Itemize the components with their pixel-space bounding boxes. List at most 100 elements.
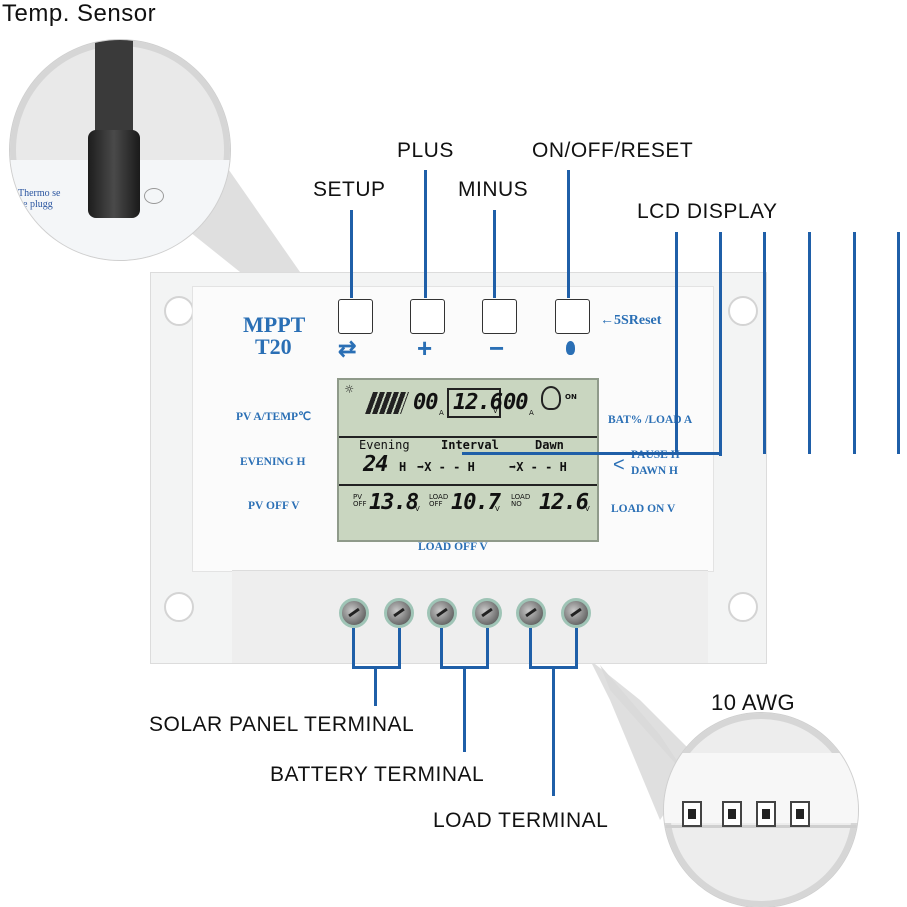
model-label: T20 (255, 334, 292, 359)
solar-panel-terminal-label: SOLAR PANEL TERMINAL (149, 713, 415, 736)
sensor-plug-cable (95, 40, 133, 140)
load-terminal-screw (516, 598, 546, 628)
dawn-label: DAWN H (631, 465, 678, 477)
brand-label: MPPT (243, 312, 306, 337)
solar-bracket (352, 628, 355, 668)
dawn-value: ➡X - - H (509, 460, 567, 474)
load-terminal-screw (561, 598, 591, 628)
bulb-status-icon (541, 386, 561, 410)
battery-bracket (440, 628, 443, 668)
plus-label: PLUS (397, 139, 454, 162)
decor-line (853, 232, 856, 454)
load-no-value: 12.6 (539, 490, 589, 515)
reset-hint: ←5SReset (600, 313, 662, 328)
lcd-display-label: LCD DISPLAY (637, 200, 778, 223)
sensor-plug (88, 130, 140, 218)
plus-leader-line (424, 170, 427, 298)
setup-button[interactable] (338, 299, 373, 334)
minus-leader-line (493, 210, 496, 298)
lcd-leader-line (462, 452, 722, 455)
battery-icon (447, 388, 501, 418)
terminal-zoom (664, 713, 858, 907)
solar-leader-line (374, 666, 377, 706)
evening-hours-unit: H (399, 460, 407, 474)
wire-slot (722, 801, 742, 827)
setup-label: SETUP (313, 178, 386, 201)
solar-panel-icon (364, 392, 410, 414)
battery-terminal-label: BATTERY TERMINAL (270, 763, 485, 786)
wire-slot (756, 801, 776, 827)
decor-line (763, 232, 766, 454)
battery-bracket (486, 628, 489, 668)
wire-slot (682, 801, 702, 827)
load-current-value: 00 (503, 390, 528, 415)
plus-button[interactable] (410, 299, 445, 334)
pv-off-tag: PV OFF (353, 493, 367, 508)
mount-hole (728, 296, 758, 326)
load-current-unit: A (529, 409, 534, 417)
battery-terminal-screw (427, 598, 457, 628)
battery-leader-line (463, 666, 466, 752)
setup-leader-line (350, 210, 353, 298)
solar-terminal-screw (339, 598, 369, 628)
evening-hours-value: 24 (363, 452, 388, 477)
bracket-icon: < (613, 454, 625, 476)
swap-arrows-icon: ⇄ (338, 336, 357, 361)
minus-icon: − (489, 333, 505, 363)
lcd-leader-line (675, 232, 678, 454)
ce-mark-icon (144, 188, 164, 204)
pv-off-label: PV OFF V (248, 500, 300, 512)
on-indicator: ON (565, 393, 577, 401)
evening-label: EVENING H (240, 456, 306, 468)
load-no-unit: V (585, 505, 590, 513)
load-no-tag: LOAD NO (511, 493, 531, 508)
load-terminal-label: LOAD TERMINAL (433, 809, 609, 832)
terminal-block (232, 570, 708, 663)
sun-icon: ☼ (345, 382, 354, 398)
lcd-divider (339, 484, 597, 486)
interval-header: Interval (441, 438, 499, 452)
load-off-value: 10.7 (451, 490, 501, 515)
pv-off-value: 13.8 (369, 490, 419, 515)
battery-terminal-screw (472, 598, 502, 628)
decor-line (808, 232, 811, 454)
temp-sensor-label: Temp. Sensor (2, 0, 157, 27)
interval-value: ➡X - - H (417, 460, 475, 474)
decor-line (897, 232, 900, 454)
lcd-divider (339, 436, 597, 438)
pause-label: PAUSE H (631, 449, 680, 461)
dawn-header: Dawn (535, 438, 564, 452)
bat-load-label: BAT% /LOAD A (608, 414, 693, 426)
reset-leader-line (567, 170, 570, 298)
wire-slot (790, 801, 810, 827)
bulb-icon (566, 341, 575, 355)
minus-button[interactable] (482, 299, 517, 334)
mount-hole (164, 296, 194, 326)
battery-voltage-unit: V (493, 407, 498, 415)
temp-sensor-zoom: Thermo se be plugg (10, 40, 230, 260)
pv-temp-label: PV A/TEMP℃ (236, 411, 311, 423)
on-off-reset-button[interactable] (555, 299, 590, 334)
minus-label: MINUS (458, 178, 529, 201)
solar-bracket (398, 628, 401, 668)
load-off-label: LOAD OFF V (418, 541, 488, 553)
sensor-sticker-text: Thermo se be plugg (18, 188, 61, 210)
mount-hole (164, 592, 194, 622)
awg-label: 10 AWG (711, 690, 796, 715)
solar-terminal-screw (384, 598, 414, 628)
load-leader-line (552, 666, 555, 796)
evening-header: Evening (359, 438, 410, 452)
load-off-tag: LOAD OFF (429, 493, 449, 508)
plus-icon: + (417, 333, 433, 363)
lcd-display: ☼ 00 A 12.6 V 00 A ON Evening Interval D… (337, 378, 599, 542)
battery-voltage-value: 12.6 (453, 390, 503, 415)
pv-off-unit: V (415, 505, 420, 513)
pv-current-unit: A (439, 409, 444, 417)
load-on-label: LOAD ON V (611, 503, 676, 515)
load-bracket (529, 628, 532, 668)
lcd-leader-line (719, 232, 722, 456)
load-bracket (575, 628, 578, 668)
mount-hole (728, 592, 758, 622)
pv-current-value: 00 (413, 390, 438, 415)
on-off-reset-label: ON/OFF/RESET (532, 139, 694, 162)
